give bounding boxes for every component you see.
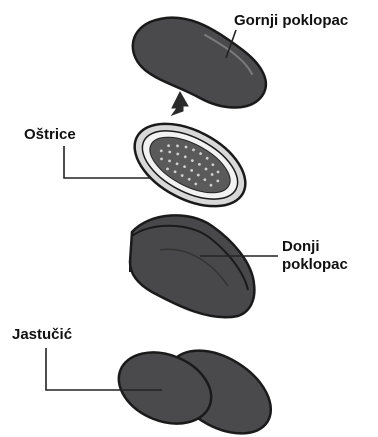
label-bottom-cover-line1: Donji bbox=[282, 238, 348, 256]
bottom-cover-part bbox=[130, 215, 254, 317]
label-bottom-cover: Donji poklopac bbox=[282, 238, 348, 274]
label-bottom-cover-line2: poklopac bbox=[282, 256, 348, 274]
pad-part bbox=[108, 333, 285, 437]
up-arrow-icon bbox=[172, 92, 188, 115]
label-blades: Oštrice bbox=[24, 126, 76, 144]
label-pad: Jastučić bbox=[12, 326, 72, 344]
blades-part bbox=[121, 107, 259, 223]
label-top-cover: Gornji poklopac bbox=[234, 12, 348, 30]
top-cover-part bbox=[133, 18, 266, 108]
